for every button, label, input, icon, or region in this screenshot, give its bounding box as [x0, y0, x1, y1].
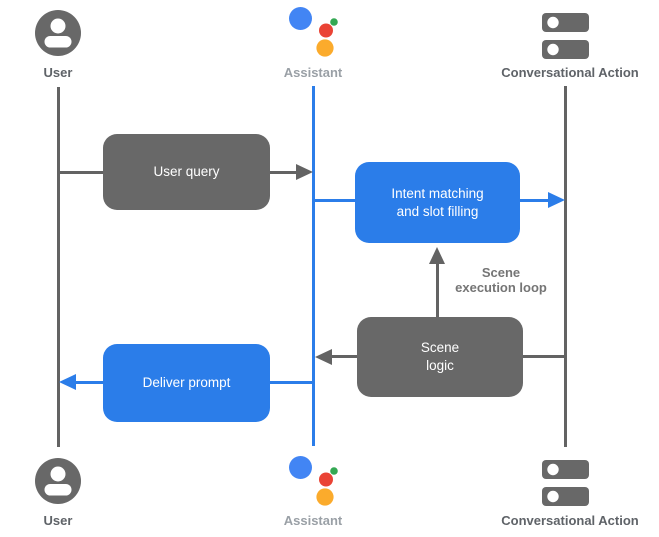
- user-label-bottom: User: [43, 513, 73, 528]
- intent-matching-label-line2: and slot filling: [396, 203, 479, 219]
- google-assistant-icon-bottom: [289, 456, 338, 506]
- scene-execution-loop-annotation: Scene execution loop: [436, 265, 566, 295]
- conversational-action-label-bottom: Conversational Action: [501, 513, 639, 528]
- user-query-label: User query: [153, 164, 220, 179]
- google-assistant-icon: [289, 7, 338, 57]
- scene-execution-loop-line1: Scene: [481, 265, 521, 280]
- connector-user-query-to-assistant: [270, 171, 297, 174]
- intent-matching-box: Intent matching and slot filling: [355, 162, 520, 243]
- connector-user-to-user-query: [58, 171, 104, 174]
- connector-deliver-to-user: [76, 381, 103, 384]
- arrowhead-deliver-to-user: [59, 374, 76, 390]
- assistant-label-bottom: Assistant: [283, 513, 343, 528]
- server-stack-icon-bottom: [542, 460, 589, 506]
- server-stack-icon: [542, 13, 589, 59]
- intent-matching-label-line1: Intent matching: [391, 185, 484, 201]
- scene-execution-loop-line2: execution loop: [455, 280, 547, 295]
- deliver-prompt-box: Deliver prompt: [103, 344, 270, 422]
- scene-logic-box: Scene logic: [357, 317, 523, 397]
- user-query-box: User query: [103, 134, 270, 210]
- user-avatar-icon: [35, 10, 81, 56]
- scene-logic-label-line1: Scene: [420, 340, 460, 355]
- deliver-prompt-label: Deliver prompt: [142, 375, 231, 390]
- connector-scene-loop: [436, 263, 439, 318]
- assistant-lifeline: [312, 86, 315, 446]
- conversational-action-lifeline: [564, 86, 567, 447]
- arrowhead-intent-to-action: [548, 192, 565, 208]
- arrowhead-user-query-to-assistant: [296, 164, 313, 180]
- connector-intent-to-action: [520, 199, 549, 202]
- arrowhead-scene-loop: [429, 247, 445, 264]
- connector-assistant-to-intent: [314, 199, 355, 202]
- assistant-label-top: Assistant: [283, 65, 343, 80]
- connector-assistant-to-deliver: [270, 381, 314, 384]
- connector-scene-logic-to-assistant: [332, 355, 357, 358]
- connector-action-to-scene-logic: [523, 355, 566, 358]
- user-lifeline: [57, 87, 60, 447]
- conversational-action-label-top: Conversational Action: [501, 65, 639, 80]
- user-avatar-icon-bottom: [35, 458, 81, 504]
- user-label-top: User: [43, 65, 73, 80]
- scene-logic-label-line2: logic: [426, 358, 454, 373]
- arrowhead-scene-logic-to-assistant: [315, 349, 332, 365]
